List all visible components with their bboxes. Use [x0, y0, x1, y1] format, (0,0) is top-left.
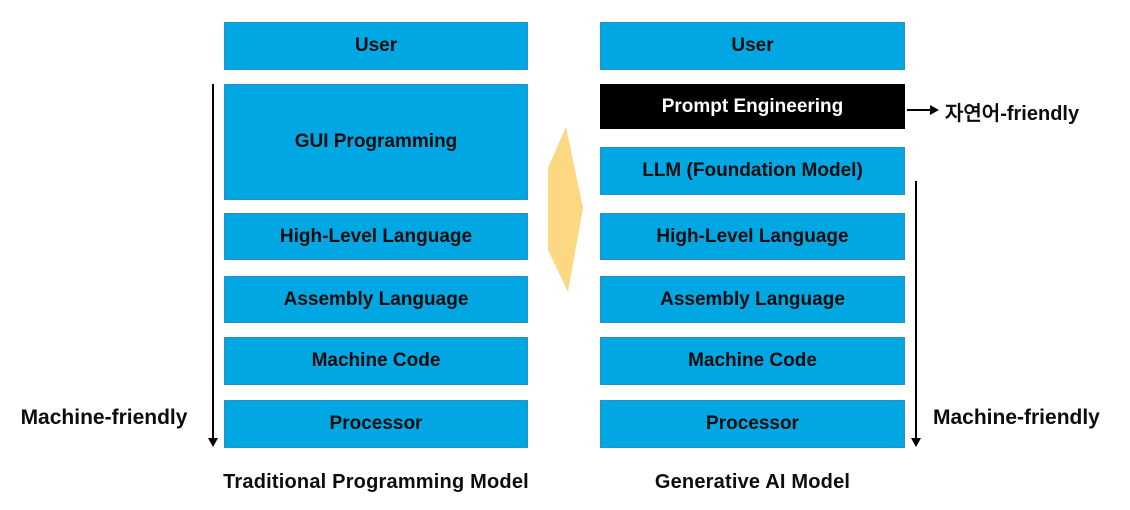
- left-box-gui-programming: GUI Programming: [224, 84, 528, 200]
- right-box-assembly-language: Assembly Language: [600, 276, 905, 323]
- left-box-user: User: [224, 22, 528, 70]
- right-column-caption: Generative AI Model: [654, 471, 851, 493]
- left-box-machine-code: Machine Code: [224, 337, 528, 385]
- left-box-processor: Processor: [224, 400, 528, 448]
- prompt-annotation-arrow-head-icon: [930, 105, 939, 115]
- left-column-caption: Traditional Programming Model: [223, 471, 529, 493]
- prompt-annotation-arrow-line: [907, 109, 930, 111]
- right-box-llm-foundation-model: LLM (Foundation Model): [600, 147, 905, 195]
- natural-language-friendly-label: 자연어-friendly: [945, 103, 1080, 125]
- left-machine-friendly-label: Machine-friendly: [20, 406, 188, 429]
- left-box-assembly-language: Assembly Language: [224, 276, 528, 323]
- left-down-arrow-line: [212, 84, 214, 438]
- right-down-arrow-line: [915, 181, 917, 438]
- transform-arrow-icon: [548, 127, 583, 292]
- right-box-machine-code: Machine Code: [600, 337, 905, 385]
- left-down-arrow-head-icon: [208, 438, 218, 447]
- left-box-high-level-language: High-Level Language: [224, 213, 528, 260]
- right-box-high-level-language: High-Level Language: [600, 213, 905, 260]
- right-box-prompt-engineering: Prompt Engineering: [600, 84, 905, 129]
- right-machine-friendly-label: Machine-friendly: [933, 406, 1100, 429]
- right-down-arrow-head-icon: [911, 438, 921, 447]
- right-box-processor: Processor: [600, 400, 905, 448]
- right-box-user: User: [600, 22, 905, 70]
